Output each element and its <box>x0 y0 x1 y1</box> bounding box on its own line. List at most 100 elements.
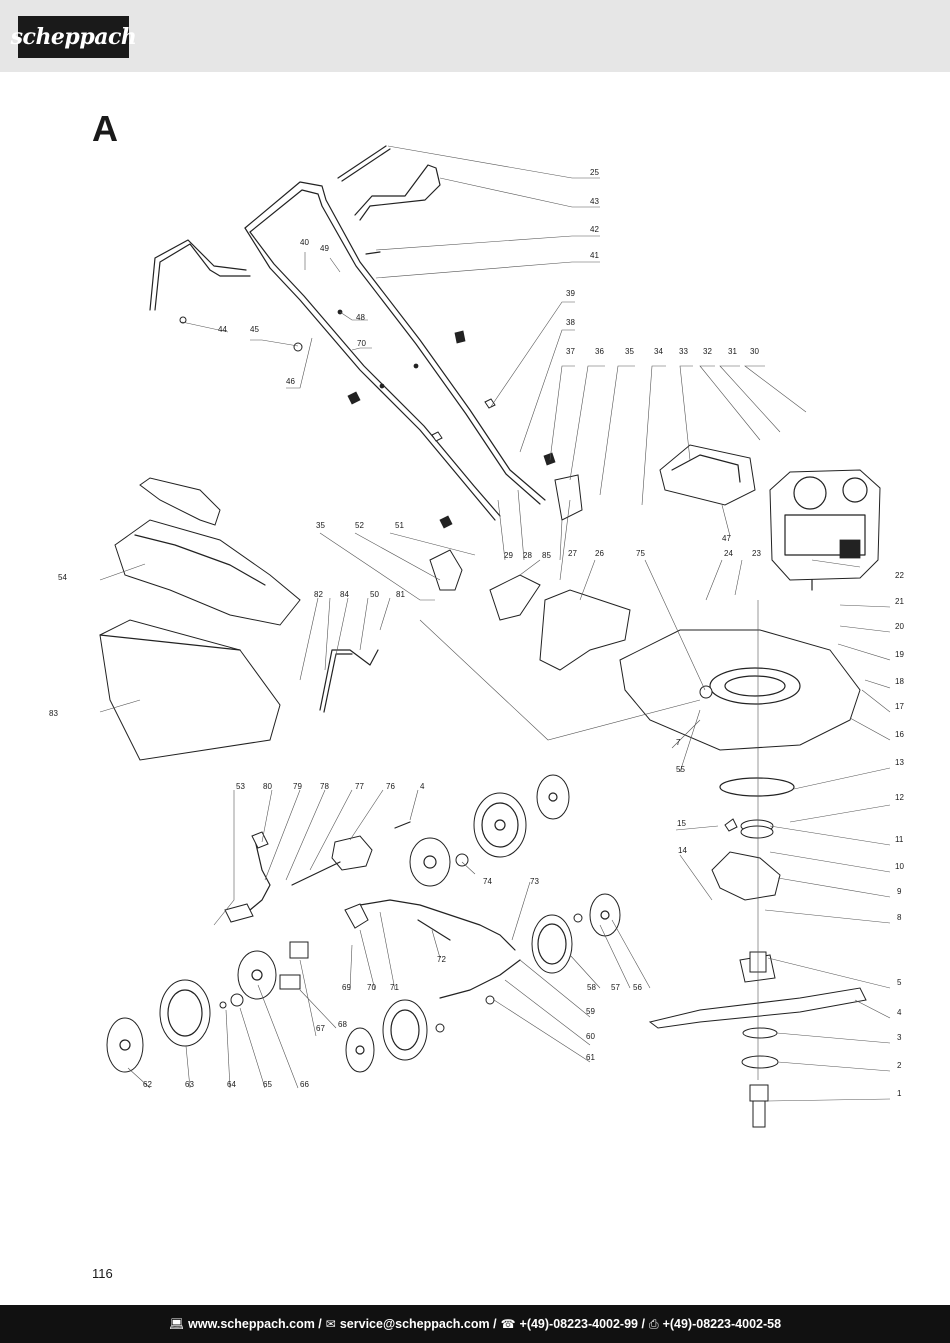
telephone-icon: ☎ <box>500 1317 516 1331</box>
callout-40: 40 <box>300 238 309 247</box>
brand-logo: scheppach <box>11 16 137 58</box>
section-letter: A <box>92 108 118 149</box>
callout-25: 25 <box>590 168 599 177</box>
callout-79: 79 <box>293 782 302 791</box>
callout-3: 3 <box>897 1033 902 1042</box>
engine-drawing <box>769 469 881 591</box>
callout-52: 52 <box>355 521 364 530</box>
page-number: 116 <box>92 1266 113 1281</box>
callout-12: 12 <box>895 793 904 802</box>
callout-5: 5 <box>897 978 902 987</box>
grass-catcher-drawing <box>99 477 301 761</box>
callout-47: 47 <box>722 534 731 543</box>
callout-17: 17 <box>895 702 904 711</box>
callout-70b: 70 <box>357 339 366 348</box>
callout-31: 31 <box>728 347 737 356</box>
callout-34: 34 <box>654 347 663 356</box>
callout-48: 48 <box>356 313 365 322</box>
callout-69: 69 <box>342 983 351 992</box>
callout-27: 27 <box>568 549 577 558</box>
callout-23: 23 <box>752 549 761 558</box>
wheels-drawing <box>106 774 621 1073</box>
callout-4: 4 <box>897 1008 902 1017</box>
callout-43: 43 <box>590 197 599 206</box>
callout-21: 21 <box>895 597 904 606</box>
callout-33: 33 <box>679 347 688 356</box>
callout-39: 39 <box>566 289 575 298</box>
callout-15: 15 <box>677 819 686 828</box>
computer-icon: 💻︎ <box>168 1317 185 1331</box>
fax-number: +(49)-08223-4002-58 <box>662 1317 782 1331</box>
handle-assembly-drawing <box>149 145 556 529</box>
callout-67: 67 <box>316 1024 325 1033</box>
callout-63: 63 <box>185 1080 194 1089</box>
callout-75: 75 <box>636 549 645 558</box>
catcher-frame-drawing <box>319 649 379 713</box>
callout-71: 71 <box>390 983 399 992</box>
callout-50: 50 <box>370 590 379 599</box>
phone-number: +(49)-08223-4002-99 / <box>519 1317 645 1331</box>
callout-85: 85 <box>542 551 551 560</box>
callout-72: 72 <box>437 955 446 964</box>
callout-labels: 1 2 3 4 5 7 8 9 10 11 12 13 14 15 16 17 … <box>49 168 904 1098</box>
callout-1: 1 <box>897 1089 902 1098</box>
callout-14: 14 <box>678 846 687 855</box>
callout-77: 77 <box>355 782 364 791</box>
callout-35b: 35 <box>316 521 325 530</box>
callout-53: 53 <box>236 782 245 791</box>
callout-24: 24 <box>724 549 733 558</box>
callout-84: 84 <box>340 590 349 599</box>
callout-10: 10 <box>895 862 904 871</box>
callout-2: 2 <box>897 1061 902 1070</box>
callout-42: 42 <box>590 225 599 234</box>
callout-44: 44 <box>218 325 227 334</box>
rear-flap-drawing <box>489 574 631 671</box>
callout-64: 64 <box>227 1080 236 1089</box>
callout-32: 32 <box>703 347 712 356</box>
callout-55: 55 <box>676 765 685 774</box>
email-link[interactable]: service@scheppach.com / <box>339 1317 497 1331</box>
callout-30: 30 <box>750 347 759 356</box>
callout-45: 45 <box>250 325 259 334</box>
callout-62: 62 <box>143 1080 152 1089</box>
callout-11: 11 <box>895 835 904 844</box>
callout-36: 36 <box>595 347 604 356</box>
blade-stack-drawing <box>648 600 867 1128</box>
callout-46: 46 <box>286 377 295 386</box>
header-band: scheppach <box>0 0 950 72</box>
callout-26: 26 <box>595 549 604 558</box>
website-link[interactable]: www.scheppach.com / <box>188 1317 322 1331</box>
callout-16: 16 <box>895 730 904 739</box>
drive-assembly-drawing <box>224 821 521 999</box>
footer-contact-bar: 💻︎ www.scheppach.com / ✉ service@scheppa… <box>0 1305 950 1343</box>
callout-76: 76 <box>386 782 395 791</box>
callout-58: 58 <box>587 983 596 992</box>
callout-51: 51 <box>395 521 404 530</box>
callout-68: 68 <box>338 1020 347 1029</box>
callout-78: 78 <box>320 782 329 791</box>
callout-38: 38 <box>566 318 575 327</box>
callout-22: 22 <box>895 571 904 580</box>
callout-80: 80 <box>263 782 272 791</box>
callout-19: 19 <box>895 650 904 659</box>
callout-35: 35 <box>625 347 634 356</box>
mulch-bracket-drawing <box>429 474 583 591</box>
callout-83: 83 <box>49 709 58 718</box>
callout-57: 57 <box>611 983 620 992</box>
callout-28: 28 <box>523 551 532 560</box>
callout-49: 49 <box>320 244 329 253</box>
callout-4b: 4 <box>420 782 425 791</box>
callout-20: 20 <box>895 622 904 631</box>
callout-82: 82 <box>314 590 323 599</box>
grass-box-cover-drawing <box>659 444 756 506</box>
callout-8: 8 <box>897 913 902 922</box>
callout-41: 41 <box>590 251 599 260</box>
callout-65: 65 <box>263 1080 272 1089</box>
callout-66: 66 <box>300 1080 309 1089</box>
callout-81: 81 <box>396 590 405 599</box>
callout-60: 60 <box>586 1032 595 1041</box>
callout-29: 29 <box>504 551 513 560</box>
callout-13: 13 <box>895 758 904 767</box>
callout-56: 56 <box>633 983 642 992</box>
